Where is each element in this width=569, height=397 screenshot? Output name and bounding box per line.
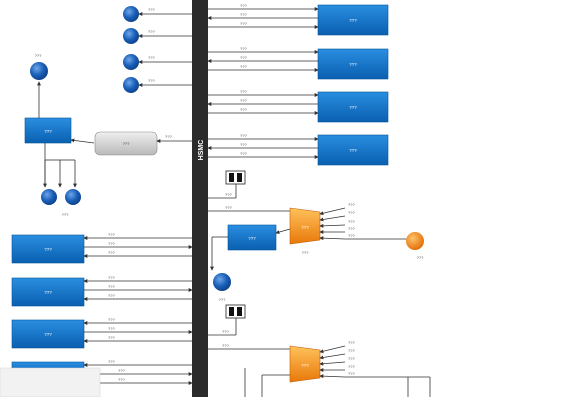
board-label: ??? — [349, 148, 357, 153]
node-label: ??? — [62, 212, 69, 217]
mux-input-label: ??? — [348, 364, 355, 369]
hsmc-label: HSMC — [198, 140, 205, 161]
signal-label: ??? — [240, 55, 247, 60]
clock-node — [123, 6, 139, 22]
signal-label: ??? — [225, 205, 232, 210]
signal-label: ??? — [108, 359, 115, 364]
dip-switch — [225, 170, 246, 185]
signal-label: ??? — [108, 275, 115, 280]
signal-label: ??? — [108, 284, 115, 289]
signal-label: ??? — [225, 192, 232, 197]
board-block: ??? ??? ??? ??? — [11, 232, 193, 264]
overlay-bar — [0, 367, 101, 397]
signal-label: ??? — [240, 142, 247, 147]
signal-label: ??? — [108, 241, 115, 246]
signal-label: ??? — [118, 377, 125, 382]
board-label: ??? — [349, 62, 357, 67]
left-boards: ??? ??? ??? ??? ??? ??? ??? ??? ??? ??? … — [0, 232, 193, 397]
node-label: ??? — [148, 55, 155, 60]
clock-mux-2: ??? ??? ??? ??? ??? ??? ??? ??? — [208, 304, 431, 397]
node-label: ??? — [148, 7, 155, 12]
node-label: ??? — [148, 29, 155, 34]
dip-switch — [225, 304, 246, 319]
board-label: ??? — [44, 290, 52, 295]
mux-input-label: ??? — [348, 356, 355, 361]
board-label: ??? — [44, 247, 52, 252]
block-label: ??? — [248, 236, 256, 241]
oscillator — [406, 232, 424, 250]
pll-block — [94, 131, 158, 156]
node-label: ??? — [148, 78, 155, 83]
oscillator-label: ??? — [417, 255, 424, 260]
clock-mux-1: ??? ??? ??? ??? ??? ??? ??? ??? — [289, 202, 424, 260]
mux-input-label: ??? — [348, 202, 355, 207]
signal-label: ??? — [108, 317, 115, 322]
signal-label: ??? — [240, 89, 247, 94]
mux-input-label: ??? — [348, 340, 355, 345]
mux-label: ??? — [301, 225, 309, 230]
signal-label: ??? — [108, 293, 115, 298]
clock-node — [65, 189, 81, 205]
signal-label: ??? — [165, 134, 172, 139]
mux-input-label: ??? — [348, 219, 355, 224]
pll-label: ??? — [123, 141, 130, 146]
signal-label: ??? — [240, 64, 247, 69]
signal-label: ??? — [108, 250, 115, 255]
signal-label: ??? — [240, 107, 247, 112]
board-block: ??? ??? ??? ??? — [11, 317, 193, 349]
board-block: ??? ??? ??? ??? — [11, 275, 193, 307]
signal-label: ??? — [222, 329, 229, 334]
board-label: ??? — [349, 18, 357, 23]
clock-node — [41, 189, 57, 205]
node-label: ??? — [219, 297, 226, 302]
board-block: ??? ??? ??? ??? — [207, 3, 389, 36]
board-block: ??? ??? ??? ??? — [207, 89, 389, 123]
signal-label: ??? — [240, 98, 247, 103]
clock-buffer-block — [227, 224, 277, 251]
clock-node — [213, 273, 231, 291]
node-label: ??? — [35, 53, 42, 58]
mux-input-label: ??? — [348, 348, 355, 353]
signal-label: ??? — [240, 12, 247, 17]
clock-node — [123, 54, 139, 70]
mux-input-label: ??? — [348, 233, 355, 238]
mux-caption: ??? — [302, 250, 309, 255]
mid-section: ??? ??? ??? ??? — [208, 170, 291, 302]
clock-buffer-block — [24, 117, 72, 144]
signal-label: ??? — [240, 3, 247, 8]
signal-label: ??? — [240, 21, 247, 26]
top-clock-nodes: ??? ??? ??? ??? — [123, 6, 192, 93]
board-block: ??? ??? ??? ??? — [207, 133, 389, 166]
clock-node — [123, 77, 139, 93]
block-label: ??? — [44, 129, 52, 134]
signal-label: ??? — [240, 133, 247, 138]
board-label: ??? — [44, 332, 52, 337]
mux-input-label: ??? — [348, 226, 355, 231]
left-clock-section: ??? ??? ??? ??? ??? — [24, 53, 192, 217]
mux-input-label: ??? — [348, 371, 355, 376]
mux-input-label: ??? — [348, 210, 355, 215]
signal-label: ??? — [222, 343, 229, 348]
board-block: ??? ??? ??? ??? — [207, 46, 389, 80]
signal-label: ??? — [118, 368, 125, 373]
signal-label: ??? — [240, 46, 247, 51]
top-boards: ??? ??? ??? ??? ??? ??? ??? ??? ??? ??? … — [207, 3, 389, 166]
signal-label: ??? — [108, 335, 115, 340]
board-label: ??? — [349, 105, 357, 110]
signal-label: ??? — [108, 326, 115, 331]
signal-label: ??? — [108, 232, 115, 237]
clock-node — [123, 28, 139, 44]
clock-node — [30, 62, 48, 80]
hsmc-connector: HSMC — [192, 0, 208, 397]
signal-label: ??? — [240, 151, 247, 156]
mux-label: ??? — [301, 363, 309, 368]
